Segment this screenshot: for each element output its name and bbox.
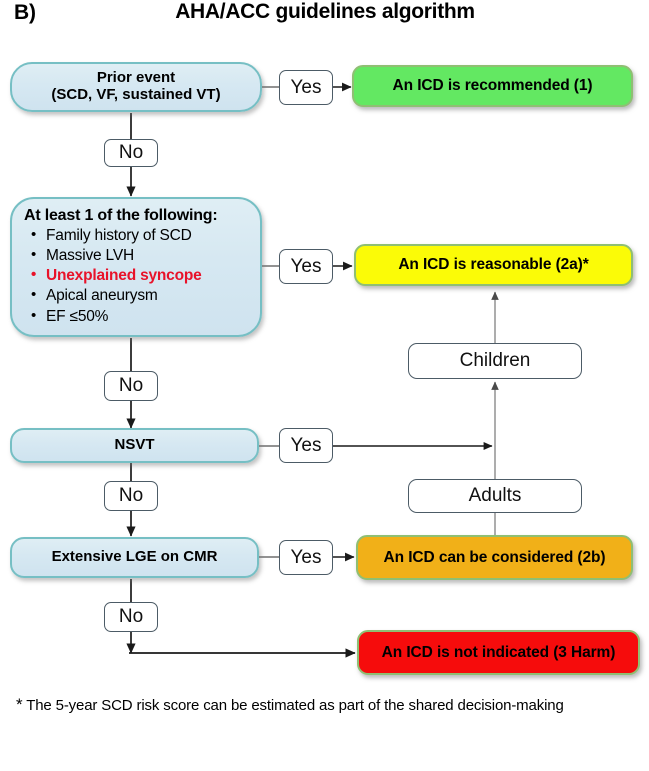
branch-label: Yes xyxy=(290,76,322,98)
node-prior-event[interactable]: Prior event (SCD, VF, sustained VT) xyxy=(10,62,262,112)
outcome-label: An ICD is not indicated (3 Harm) xyxy=(381,643,616,661)
node-adults-label: Adults xyxy=(468,485,522,507)
panel-letter: B) xyxy=(14,1,36,24)
node-prior-event-line1: Prior event xyxy=(96,69,176,87)
criteria-item: Apical aneurysm xyxy=(28,285,250,306)
outcome-label: An ICD is recommended (1) xyxy=(392,77,593,95)
criteria-item: Massive LVH xyxy=(28,245,250,266)
node-extensive-lge[interactable]: Extensive LGE on CMR xyxy=(10,537,259,578)
branch-label: Yes xyxy=(290,255,322,277)
outcome-icd-considered[interactable]: An ICD can be considered (2b) xyxy=(356,535,633,580)
node-nsvt-label: NSVT xyxy=(114,436,155,454)
branch-label: No xyxy=(118,375,144,397)
criteria-list: Family history of SCD Massive LVH Unexpl… xyxy=(24,225,250,327)
branch-no-prior-event[interactable]: No xyxy=(104,139,158,167)
footnote-star: * xyxy=(16,695,23,714)
branch-no-criteria[interactable]: No xyxy=(104,371,158,401)
branch-label: Yes xyxy=(290,434,322,456)
criteria-item-highlighted: Unexplained syncope xyxy=(28,265,250,286)
footnote-text: The 5-year SCD risk score can be estimat… xyxy=(22,697,564,714)
branch-no-nsvt[interactable]: No xyxy=(104,481,158,511)
node-children[interactable]: Children xyxy=(408,343,582,379)
criteria-heading: At least 1 of the following: xyxy=(24,207,218,224)
branch-label: No xyxy=(118,606,144,628)
node-nsvt[interactable]: NSVT xyxy=(10,428,259,463)
outcome-icd-recommended[interactable]: An ICD is recommended (1) xyxy=(352,65,633,107)
criteria-item: Family history of SCD xyxy=(28,225,250,246)
branch-yes-prior-event[interactable]: Yes xyxy=(279,70,333,105)
branch-label: No xyxy=(118,142,144,164)
branch-yes-nsvt[interactable]: Yes xyxy=(279,428,333,463)
outcome-label: An ICD is reasonable (2a)* xyxy=(398,256,589,274)
node-adults[interactable]: Adults xyxy=(408,479,582,513)
outcome-label: An ICD can be considered (2b) xyxy=(383,548,606,566)
outcome-icd-reasonable[interactable]: An ICD is reasonable (2a)* xyxy=(354,244,633,286)
branch-yes-lge[interactable]: Yes xyxy=(279,540,333,575)
criteria-item: EF ≤50% xyxy=(28,306,250,327)
node-children-label: Children xyxy=(459,350,531,372)
node-extensive-lge-label: Extensive LGE on CMR xyxy=(51,548,218,566)
page-title: AHA/ACC guidelines algorithm xyxy=(175,0,475,23)
branch-yes-criteria[interactable]: Yes xyxy=(279,249,333,284)
node-criteria[interactable]: At least 1 of the following: Family hist… xyxy=(10,197,262,337)
outcome-icd-not-indicated[interactable]: An ICD is not indicated (3 Harm) xyxy=(357,630,640,675)
branch-no-lge[interactable]: No xyxy=(104,602,158,632)
node-prior-event-line2: (SCD, VF, sustained VT) xyxy=(51,86,221,103)
branch-label: No xyxy=(118,485,144,507)
branch-label: Yes xyxy=(290,546,322,568)
footnote: * The 5-year SCD risk score can be estim… xyxy=(16,693,636,718)
